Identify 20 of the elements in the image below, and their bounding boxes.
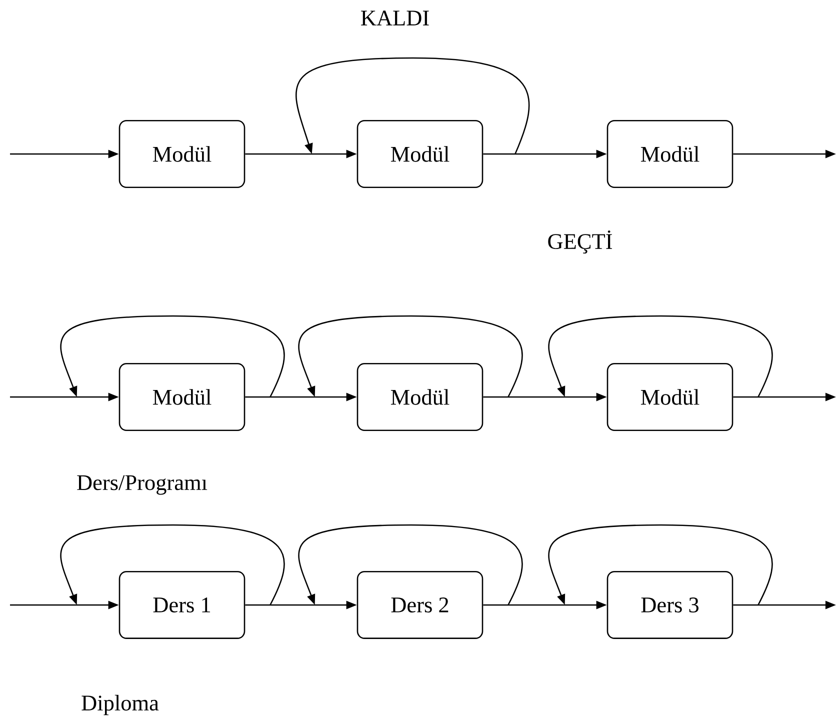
note-label: GEÇTİ xyxy=(548,230,612,254)
arrow xyxy=(60,524,285,606)
note-label: Ders/Programı xyxy=(77,475,208,495)
process-box: Modül xyxy=(606,120,734,188)
note-label: Diploma xyxy=(82,694,159,716)
process-box: Ders 1 xyxy=(118,571,246,639)
arrow xyxy=(548,524,773,606)
process-box: Ders 3 xyxy=(606,571,734,639)
process-box: Modül xyxy=(118,363,246,431)
arrow xyxy=(548,315,773,398)
process-box: Modül xyxy=(606,363,734,431)
process-box: Modül xyxy=(356,120,484,188)
note-label: KALDI xyxy=(361,10,429,26)
arrow xyxy=(60,315,285,398)
process-box: Ders 2 xyxy=(356,571,484,639)
process-box: Modül xyxy=(118,120,246,188)
arrow xyxy=(298,315,523,398)
arrow xyxy=(298,524,523,606)
process-box: Modül xyxy=(356,363,484,431)
arrow xyxy=(296,57,530,154)
